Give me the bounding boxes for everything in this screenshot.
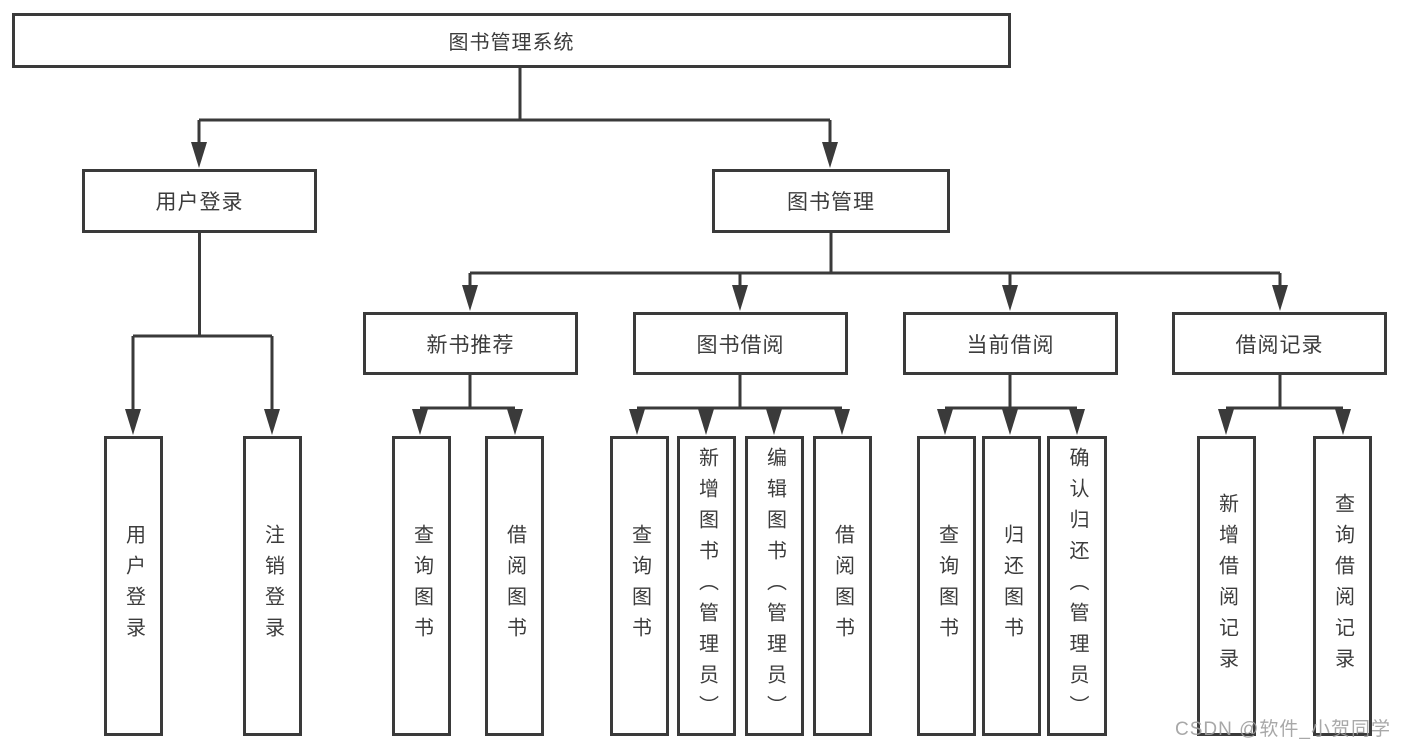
node-label: 新书推荐 — [426, 333, 515, 357]
node-label: 图书借阅 — [696, 333, 785, 357]
csdn-watermark: CSDN @软件_小贺同学 — [1175, 719, 1391, 740]
leaf-search-borrow-record: 查询借阅记录 — [1313, 436, 1372, 736]
leaf-label: 新增图书（管理员） — [695, 446, 718, 726]
node-label: 用户登录 — [155, 191, 244, 214]
leaf-search-book-borrow: 查询图书 — [610, 436, 669, 736]
leaf-borrow-book-recommend: 借阅图书 — [485, 436, 544, 736]
leaf-search-book-current: 查询图书 — [917, 436, 976, 736]
leaf-label: 借阅图书 — [503, 524, 526, 648]
leaf-borrow-book: 借阅图书 — [813, 436, 872, 736]
node-label: 借阅记录 — [1235, 333, 1324, 357]
node-book-management: 图书管理 — [712, 169, 950, 233]
leaf-search-book-recommend: 查询图书 — [392, 436, 451, 736]
leaf-label: 编辑图书（管理员） — [763, 446, 786, 726]
leaf-label: 归还图书 — [1000, 524, 1023, 648]
node-book-borrow: 图书借阅 — [633, 312, 848, 375]
leaf-label: 查询图书 — [410, 524, 433, 648]
leaf-label: 用户登录 — [122, 524, 145, 648]
leaf-label: 借阅图书 — [831, 524, 854, 648]
node-library-management-system: 图书管理系统 — [12, 13, 1011, 68]
node-new-book-recommend: 新书推荐 — [363, 312, 578, 375]
leaf-return-book: 归还图书 — [982, 436, 1041, 736]
leaf-confirm-return-admin: 确认归还（管理员） — [1047, 436, 1107, 736]
leaf-label: 查询借阅记录 — [1331, 493, 1354, 679]
leaf-label: 确认归还（管理员） — [1066, 446, 1088, 726]
leaf-label: 查询图书 — [935, 524, 958, 648]
node-label: 图书管理系统 — [448, 32, 575, 54]
leaf-label: 查询图书 — [628, 524, 651, 648]
leaf-user-login: 用户登录 — [104, 436, 163, 736]
node-label: 当前借阅 — [966, 333, 1055, 357]
leaf-logout-login: 注销登录 — [243, 436, 302, 736]
leaf-label: 新增借阅记录 — [1215, 493, 1238, 679]
leaf-add-book-admin: 新增图书（管理员） — [677, 436, 736, 736]
leaf-edit-book-admin: 编辑图书（管理员） — [745, 436, 804, 736]
leaf-label: 注销登录 — [261, 524, 284, 648]
node-current-borrow: 当前借阅 — [903, 312, 1118, 375]
node-label: 图书管理 — [787, 191, 875, 214]
node-borrow-records: 借阅记录 — [1172, 312, 1387, 375]
node-user-login: 用户登录 — [82, 169, 317, 233]
leaf-add-borrow-record: 新增借阅记录 — [1197, 436, 1256, 736]
